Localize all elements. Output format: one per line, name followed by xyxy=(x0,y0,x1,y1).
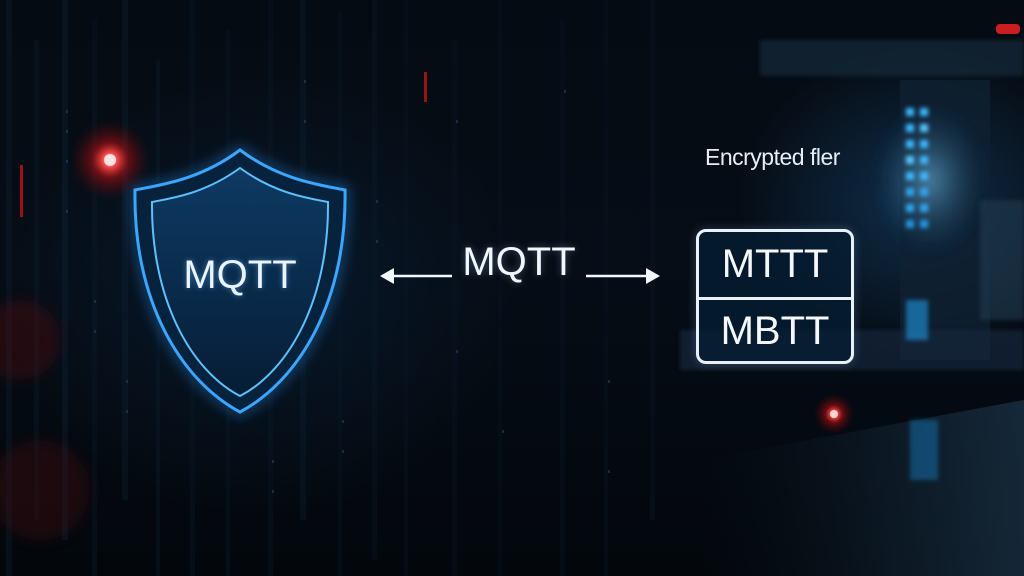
bidirectional-arrow-icon xyxy=(380,268,660,284)
encryption-caption: Encrypted fler xyxy=(705,144,840,170)
red-ambient-glow xyxy=(0,300,60,380)
connection-label: MQTT xyxy=(462,240,576,284)
code-digit-speckles xyxy=(66,80,610,493)
red-indicator-light xyxy=(814,394,854,434)
red-indicator-light xyxy=(70,120,150,200)
red-ambient-glow xyxy=(0,440,90,540)
red-code-streak xyxy=(20,165,23,217)
red-indicator-strip xyxy=(996,24,1020,34)
protocol-stack-box: MTTT MBTT xyxy=(696,229,854,364)
shield-icon xyxy=(129,143,351,418)
red-code-streak xyxy=(424,72,427,102)
stack-row-bottom: MBTT xyxy=(699,296,851,362)
blue-led-column xyxy=(870,100,990,480)
shield-label: MQTT xyxy=(183,253,297,297)
stack-row-top: MTTT xyxy=(721,241,829,286)
